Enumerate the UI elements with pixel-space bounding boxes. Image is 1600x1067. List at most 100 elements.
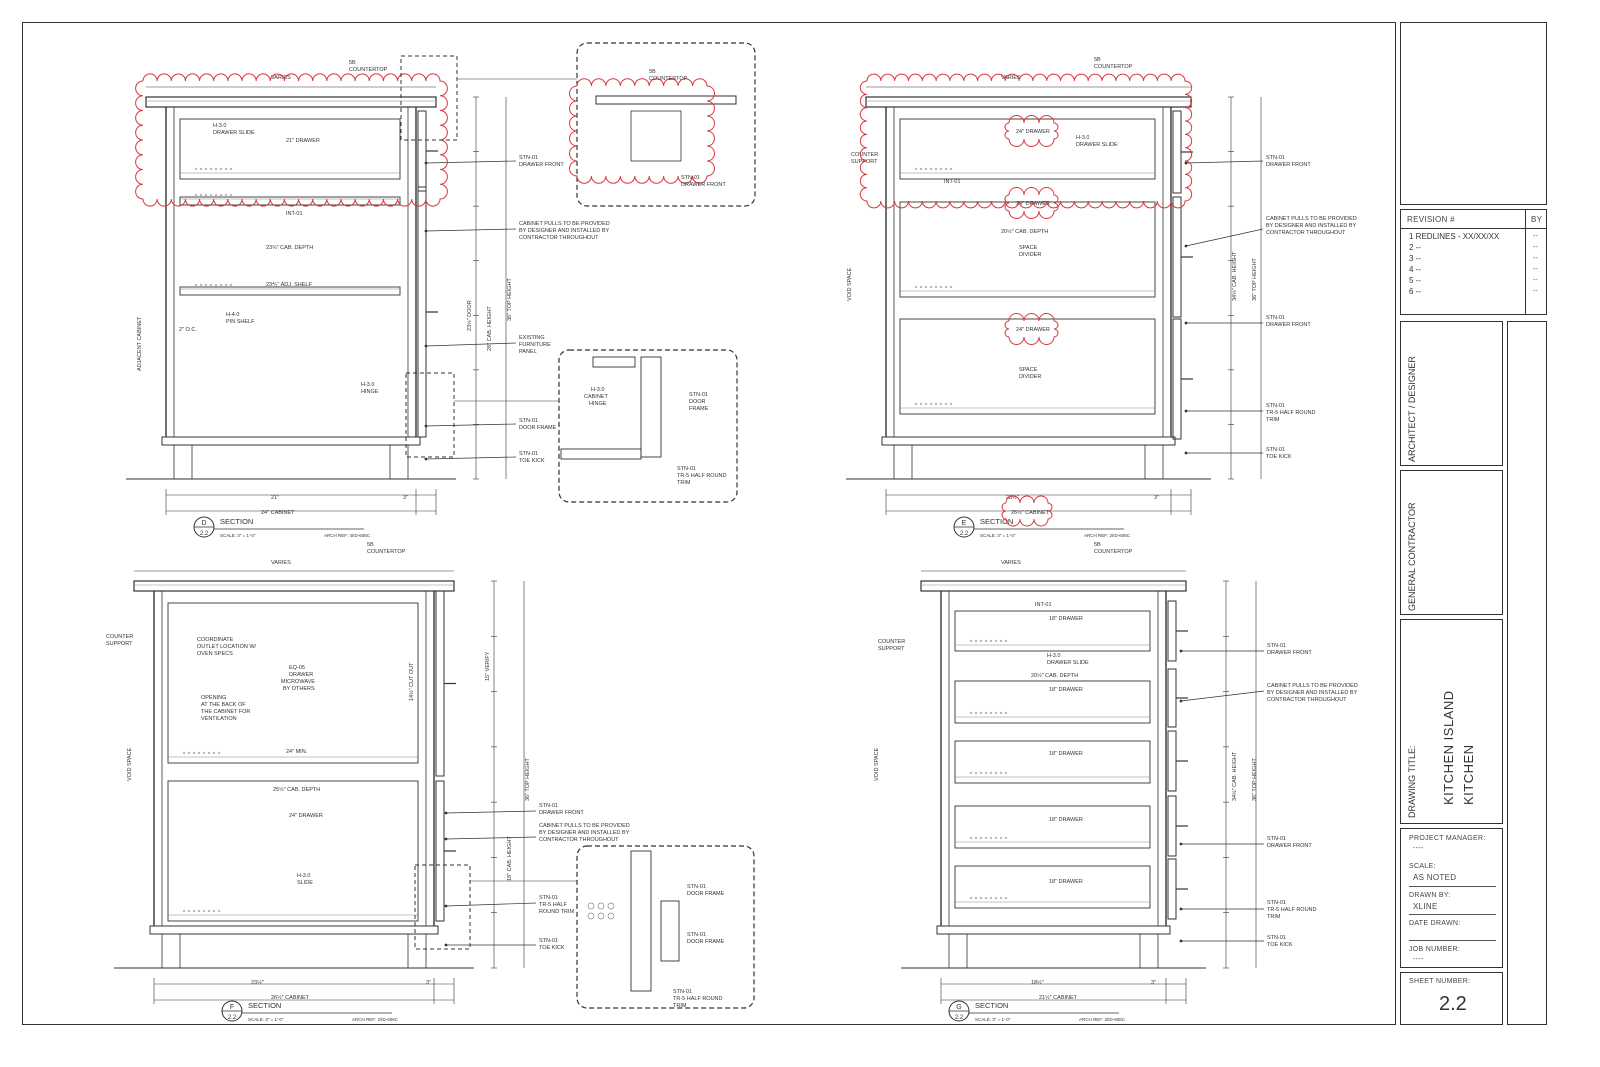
leader-arrow [444, 943, 448, 947]
revision-cloud-e [859, 73, 1193, 209]
slide-holes [949, 167, 953, 171]
slide-holes [229, 167, 233, 171]
drawn-by-value: XLINE [1413, 902, 1438, 911]
annotation-label: H-3.0 [297, 873, 310, 879]
annotation-label: INT-01 [944, 179, 961, 185]
slide-holes [207, 909, 211, 913]
annotation-label: CABINET PULLS TO BE PROVIDED [1267, 683, 1358, 689]
annotation-label: DRAWER FRONT [539, 810, 584, 816]
annotation-label: 24" MIN. [286, 749, 308, 755]
annotation-label: 18" CAB. HEIGHT [507, 836, 513, 881]
revision-cloud-cabinet [1001, 495, 1053, 527]
drawing-title-box: DRAWING TITLE: KITCHEN ISLAND KITCHEN [1400, 619, 1503, 824]
slide-holes [199, 193, 203, 197]
slide-holes [194, 167, 198, 171]
annotation-label: STN-01 [539, 895, 558, 901]
detail-label: STN-01 [677, 466, 696, 472]
sheet-number-label: SHEET NUMBER: [1409, 978, 1471, 985]
annotation-label: STN-01 [519, 451, 538, 457]
leader-arrow [444, 837, 448, 841]
annotation-label: CONTRACTOR THROUGHOUT [539, 837, 619, 843]
slide-holes [934, 402, 938, 406]
detail-label: TRIM [677, 480, 691, 486]
annotation-label: SUPPORT [106, 641, 133, 647]
detail-hinge-callout [558, 349, 738, 503]
slide-holes [1004, 711, 1008, 715]
detail-label: STN-01 [681, 175, 700, 181]
detail-drawer-front [630, 110, 682, 162]
annotation-label: EXISTING [519, 335, 545, 341]
slide-holes [217, 909, 221, 913]
slide-holes [934, 285, 938, 289]
annotation-label: STN-01 [519, 155, 538, 161]
leader-arrow [444, 811, 448, 815]
drawer-box [899, 118, 1156, 180]
annotation-label: VARIES [271, 75, 291, 81]
leader-arrow [1179, 699, 1183, 703]
annotation-label: 20½" CAB. DEPTH [1031, 672, 1078, 679]
annotation-label: 18" DRAWER [1049, 616, 1083, 622]
annotation-label: COUNTER [878, 639, 905, 645]
slide-holes [989, 711, 993, 715]
slide-holes [994, 711, 998, 715]
annotation-label: 34½" CAB. HEIGHT [1231, 251, 1238, 301]
cabinet-base [149, 925, 439, 935]
leader-line [425, 342, 517, 347]
slide-holes [212, 751, 216, 755]
countertop [920, 580, 1187, 592]
slide-holes [214, 193, 218, 197]
annotation-label: 23½" [1006, 494, 1019, 501]
leader-arrow [1179, 842, 1183, 846]
detail-label: STN-01 [687, 884, 706, 890]
detail-label: STN-01 [673, 989, 692, 995]
slide-holes [914, 285, 918, 289]
leader-arrow [424, 161, 428, 165]
detail-label: 5B [649, 69, 656, 75]
callout-marker [414, 864, 471, 950]
drawer-box [899, 201, 1156, 298]
slide-holes [969, 639, 973, 643]
drawer-front [1167, 730, 1177, 792]
annotation-label: 3" [403, 495, 408, 501]
drawer-box [179, 118, 401, 180]
leader-arrow [1184, 409, 1188, 413]
revision-cloud-detail [569, 78, 715, 184]
detail-holes [607, 912, 615, 920]
annotation-label: STN-01 [1266, 315, 1285, 321]
slide-holes [979, 711, 983, 715]
detail-label: DOOR FRAME [687, 939, 725, 945]
cabinet-base [881, 436, 1176, 446]
annotation-label: DRAWER SLIDE [1076, 142, 1118, 148]
detail-countertop-slab [595, 95, 737, 105]
annotation-label: ROUND TRIM [539, 909, 574, 915]
detail-holes [597, 902, 605, 910]
section-title: SECTION [980, 517, 1013, 526]
drawer-box [954, 805, 1151, 849]
annotation-label: TRIM [1266, 417, 1280, 423]
annotation-label: 24" DRAWER [1016, 327, 1050, 333]
slide-holes [192, 909, 196, 913]
revision-by-divider [1525, 210, 1526, 314]
slide-holes [212, 909, 216, 913]
drawer-front [1167, 795, 1177, 857]
leader-arrow [1179, 939, 1183, 943]
by-header: BY [1531, 215, 1543, 224]
revision-by: -- [1533, 244, 1538, 251]
detail-label: STN-01 [687, 932, 706, 938]
drawn-by-underline [1409, 914, 1496, 915]
revision-by: -- [1533, 255, 1538, 262]
slide-holes [182, 751, 186, 755]
drawer-front [1172, 196, 1182, 318]
annotation-label: 26½" CABINET [1011, 509, 1050, 516]
annotation-label: CABINET PULLS TO BE PROVIDED [539, 823, 630, 829]
slide-holes [999, 836, 1003, 840]
annotation-label: TR-5 HALF ROUND [1266, 410, 1316, 416]
annotation-label: VOID SPACE [847, 267, 853, 301]
detail-label: DOOR FRAME [687, 891, 725, 897]
annotation-label: SPACE [1019, 245, 1038, 251]
detail-label: H-3.0 [591, 387, 604, 393]
slide-holes [969, 771, 973, 775]
annotation-label: BY DESIGNER AND INSTALLED BY [1267, 690, 1358, 696]
annotation-label: 3" [1154, 495, 1159, 501]
